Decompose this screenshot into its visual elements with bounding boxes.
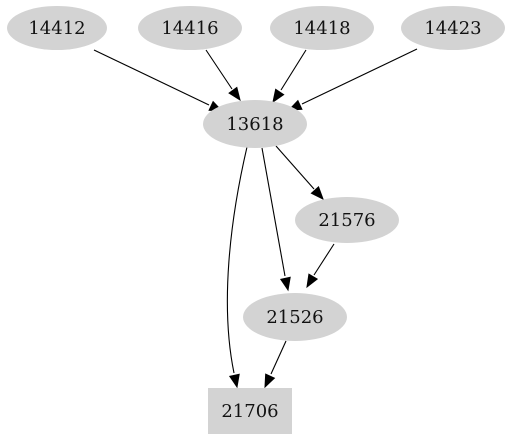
edge-line xyxy=(226,146,248,374)
node-label: 21576 xyxy=(318,210,375,231)
node-ellipse xyxy=(401,6,505,50)
edge-line xyxy=(280,49,307,91)
arrowhead-icon xyxy=(228,86,241,102)
node-ellipse xyxy=(243,293,347,341)
edge-line xyxy=(270,340,287,375)
node-ellipse xyxy=(270,6,374,50)
edge-13618-to-21576 xyxy=(275,145,324,201)
node-14412: 14412 xyxy=(7,6,107,50)
edge-line xyxy=(261,147,286,277)
arrowhead-icon xyxy=(228,373,240,389)
arrowhead-icon xyxy=(306,273,319,289)
node-14423: 14423 xyxy=(401,6,505,50)
edge-line xyxy=(205,49,233,90)
node-label: 21706 xyxy=(221,401,278,422)
node-21576: 21576 xyxy=(295,197,399,243)
arrowhead-icon xyxy=(264,373,276,389)
arrowhead-icon xyxy=(272,88,285,104)
edge-14416-to-13618 xyxy=(205,49,241,102)
node-box xyxy=(208,388,292,434)
node-ellipse xyxy=(7,6,107,50)
node-label: 21526 xyxy=(266,307,323,328)
edge-13618-to-21706 xyxy=(226,146,248,389)
edge-line xyxy=(275,145,315,190)
edge-13618-to-21526 xyxy=(261,147,291,292)
node-label: 14416 xyxy=(161,18,218,39)
node-14416: 14416 xyxy=(138,6,242,50)
arrowhead-icon xyxy=(310,186,324,201)
edge-21576-to-21526 xyxy=(306,243,335,289)
arrowhead-icon xyxy=(279,276,291,292)
edge-14418-to-13618 xyxy=(272,49,307,104)
edge-14412-to-13618 xyxy=(93,49,224,112)
node-ellipse xyxy=(203,100,307,148)
edge-line xyxy=(301,48,418,105)
node-13618: 13618 xyxy=(203,100,307,148)
nodes-layer: 14412 14416 14418 14423 13618 21576 21526 21706 xyxy=(7,6,505,434)
node-label: 14418 xyxy=(293,18,350,39)
node-label: 13618 xyxy=(226,114,283,135)
node-14418: 14418 xyxy=(270,6,374,50)
node-ellipse xyxy=(295,197,399,243)
node-21526: 21526 xyxy=(243,293,347,341)
edge-line xyxy=(93,49,210,106)
edge-14423-to-13618 xyxy=(287,48,418,111)
node-ellipse xyxy=(138,6,242,50)
node-label: 14423 xyxy=(424,18,481,39)
node-label: 14412 xyxy=(28,18,85,39)
node-21706: 21706 xyxy=(208,388,292,434)
edge-21526-to-21706 xyxy=(264,340,287,389)
edge-line xyxy=(313,243,335,276)
